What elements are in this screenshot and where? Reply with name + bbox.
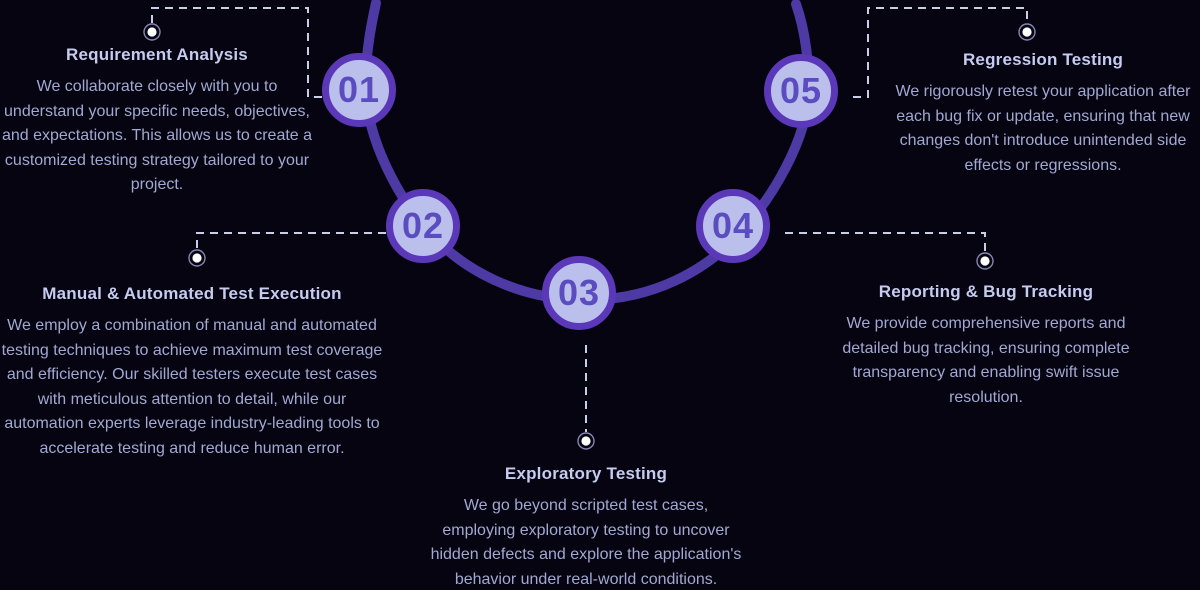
step-number: 02 [401, 205, 445, 246]
step-title: Exploratory Testing [504, 464, 668, 483]
connector-dot-step-05 [1018, 23, 1036, 41]
step-02-marker: 02 [386, 189, 460, 263]
step-number: 01 [337, 69, 381, 110]
step-03-marker: 03 [542, 256, 616, 330]
step-01-text-block: Requirement Analysis We collaborate clos… [0, 44, 325, 198]
connector-dot-step-04 [976, 252, 994, 270]
step-05-text-block: Regression Testing We rigorously retest … [863, 49, 1200, 178]
step-04-marker: 04 [696, 189, 770, 263]
connector-step-02 [196, 232, 386, 249]
step-title: Manual & Automated Test Execution [42, 284, 342, 303]
step-title: Reporting & Bug Tracking [878, 282, 1094, 301]
step-description: We go beyond scripted test cases, employ… [430, 497, 742, 588]
step-title: Requirement Analysis [66, 45, 248, 64]
connector-step-01 [151, 7, 322, 98]
connector-dot-step-03 [577, 432, 595, 450]
step-04-text-block: Reporting & Bug Tracking We provide comp… [806, 281, 1166, 410]
step-03-text-block: Exploratory Testing We go beyond scripte… [411, 463, 761, 590]
step-description: We provide comprehensive reports and det… [842, 315, 1130, 406]
step-number: 04 [711, 205, 755, 246]
connector-step-05 [853, 7, 1028, 98]
step-number: 05 [779, 70, 823, 111]
connector-dot-step-01 [143, 23, 161, 41]
step-02-text-block: Manual & Automated Test Execution We emp… [0, 283, 407, 461]
step-description: We employ a combination of manual and au… [1, 317, 383, 457]
step-description: We rigorously retest your application af… [895, 83, 1191, 174]
connector-step-04 [785, 232, 986, 252]
step-05-marker: 05 [764, 54, 838, 128]
step-number: 03 [557, 272, 601, 313]
step-description: We collaborate closely with you to under… [1, 78, 313, 193]
step-title: Regression Testing [962, 50, 1124, 69]
step-01-marker: 01 [322, 53, 396, 127]
connector-dot-step-02 [188, 249, 206, 267]
